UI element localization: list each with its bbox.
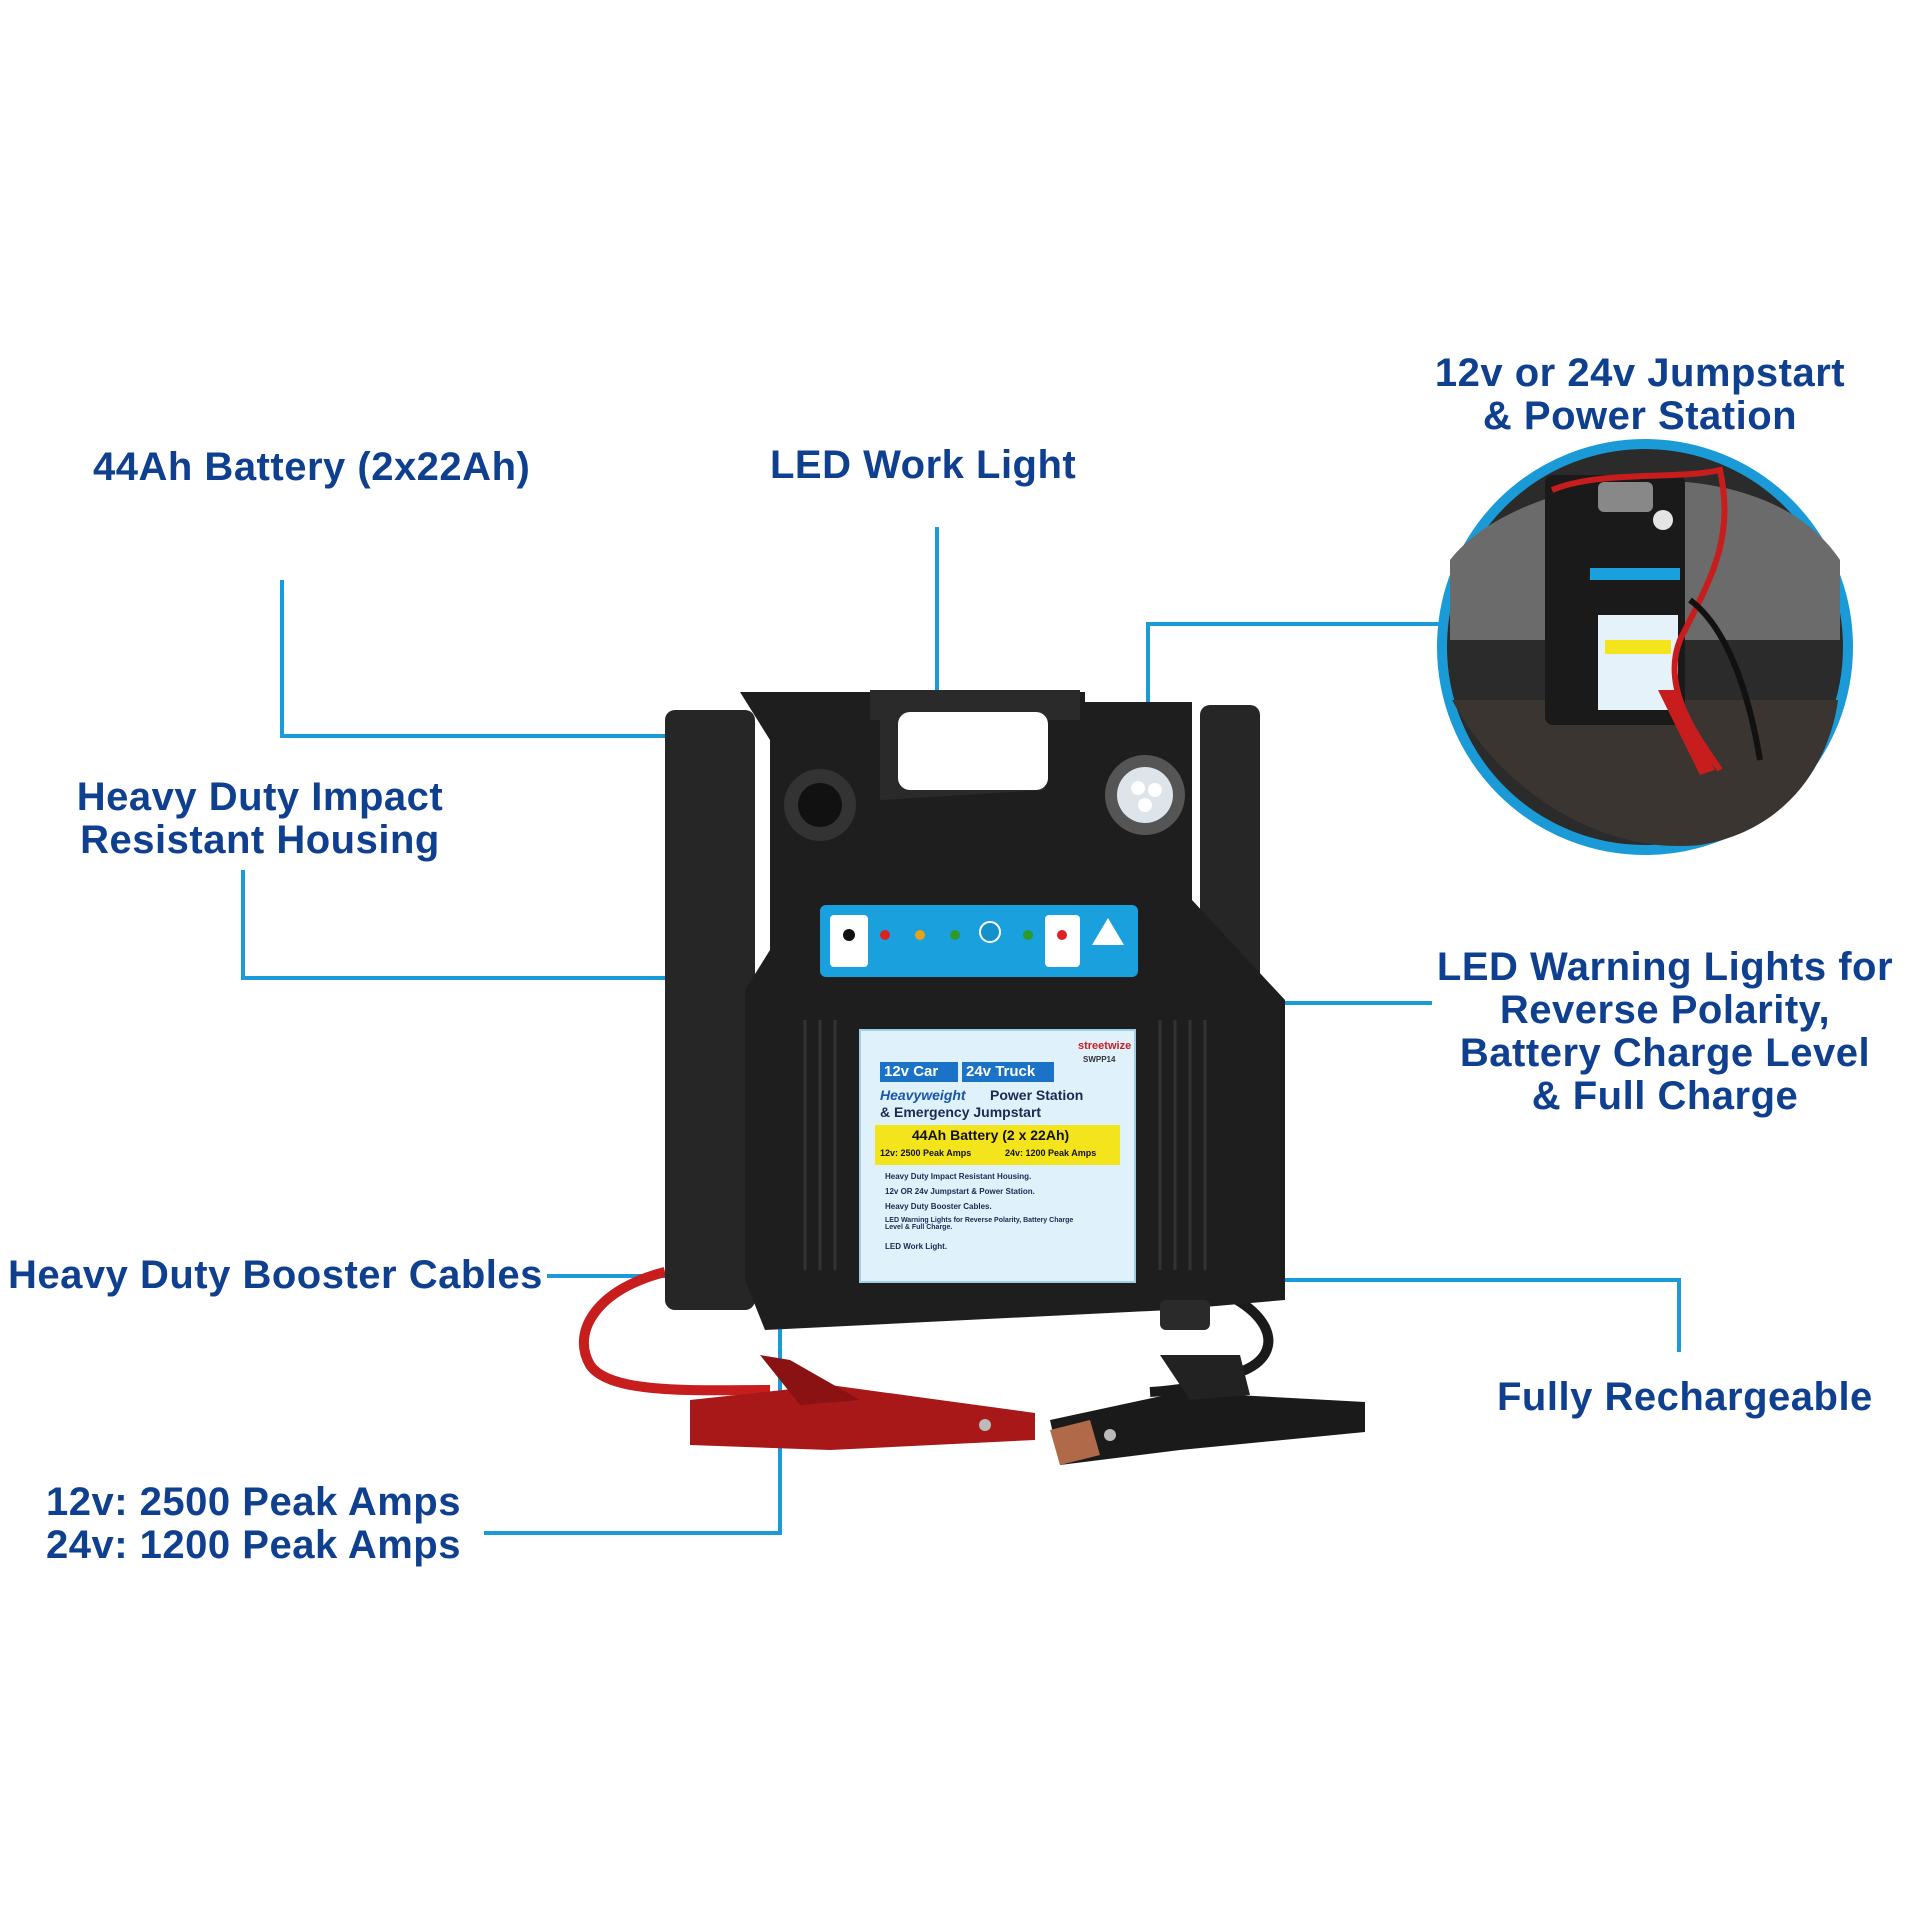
callout-peak-amps: 12v: 2500 Peak Amps 24v: 1200 Peak Amps <box>46 1481 461 1567</box>
label-badge-car: 12v Car <box>884 1063 939 1080</box>
black-clamp <box>1050 1355 1365 1465</box>
label-battery-box: 44Ah Battery (2 x 22Ah) <box>912 1127 1070 1143</box>
warning-triangle-icon <box>1092 918 1124 945</box>
callout-cables-text: Heavy Duty Booster Cables <box>8 1253 543 1297</box>
callout-warning-lights: LED Warning Lights for Reverse Polarity,… <box>1430 946 1900 1118</box>
label-feature: Heavy Duty Booster Cables. <box>885 1202 992 1211</box>
label-model: SWPP14 <box>1083 1055 1116 1064</box>
power-socket-icon <box>784 769 856 841</box>
callout-amps-line1: 12v: 2500 Peak Amps <box>46 1480 461 1524</box>
label-title-rest: Power Station <box>990 1087 1084 1103</box>
label-brand: streetwize <box>1078 1040 1132 1052</box>
label-feature: LED Warning Lights for Reverse Polarity,… <box>885 1217 1074 1231</box>
callout-warning-line1: LED Warning Lights for <box>1436 945 1894 989</box>
callout-warning-line2: Reverse Polarity, <box>1499 988 1831 1032</box>
callout-amps-line2: 24v: 1200 Peak Amps <box>46 1523 461 1567</box>
callout-battery-text: 44Ah Battery (2x22Ah) <box>93 445 531 489</box>
callout-battery: 44Ah Battery (2x22Ah) <box>93 446 530 489</box>
label-badge-truck: 24v Truck <box>966 1063 1036 1080</box>
callout-work-light: LED Work Light <box>770 444 1076 487</box>
callout-cables: Heavy Duty Booster Cables <box>8 1254 543 1297</box>
leader-jumpstart <box>1146 622 1445 712</box>
callout-warning-line3: Battery Charge Level <box>1459 1031 1871 1075</box>
callout-housing-line2: Resistant Housing <box>80 818 440 862</box>
product-label <box>859 1029 1136 1283</box>
callout-jumpstart: 12v or 24v Jumpstart & Power Station <box>1430 352 1850 438</box>
label-title-italic: Heavyweight <box>880 1087 966 1103</box>
callout-jumpstart-line2: & Power Station <box>1482 394 1798 438</box>
callout-rechargeable-text: Fully Rechargeable <box>1497 1375 1873 1419</box>
callout-work-light-text: LED Work Light <box>770 443 1077 487</box>
leader-rechargeable <box>1156 1278 1681 1352</box>
leader-battery <box>280 580 676 738</box>
label-feature: 12v OR 24v Jumpstart & Power Station. <box>885 1187 1035 1196</box>
callout-rechargeable: Fully Rechargeable <box>1497 1376 1873 1419</box>
callout-housing: Heavy Duty Impact Resistant Housing <box>55 776 465 862</box>
callout-housing-line1: Heavy Duty Impact <box>76 775 444 819</box>
work-light-icon <box>1105 755 1185 835</box>
red-clamp <box>690 1355 1035 1450</box>
leader-housing <box>241 870 703 980</box>
label-feature: Heavy Duty Impact Resistant Housing. <box>885 1172 1032 1181</box>
callout-jumpstart-line1: 12v or 24v Jumpstart <box>1434 351 1846 395</box>
red-cable <box>578 1267 771 1396</box>
label-amps-12: 12v: 2500 Peak Amps <box>880 1148 972 1158</box>
label-title-line2: & Emergency Jumpstart <box>880 1104 1042 1120</box>
label-amps-24: 24v: 1200 Peak Amps <box>1005 1148 1097 1158</box>
inset-photo <box>1437 439 1853 855</box>
led-control-panel <box>820 905 1138 977</box>
label-feature: LED Work Light. <box>885 1242 948 1251</box>
callout-warning-line4: & Full Charge <box>1531 1074 1799 1118</box>
